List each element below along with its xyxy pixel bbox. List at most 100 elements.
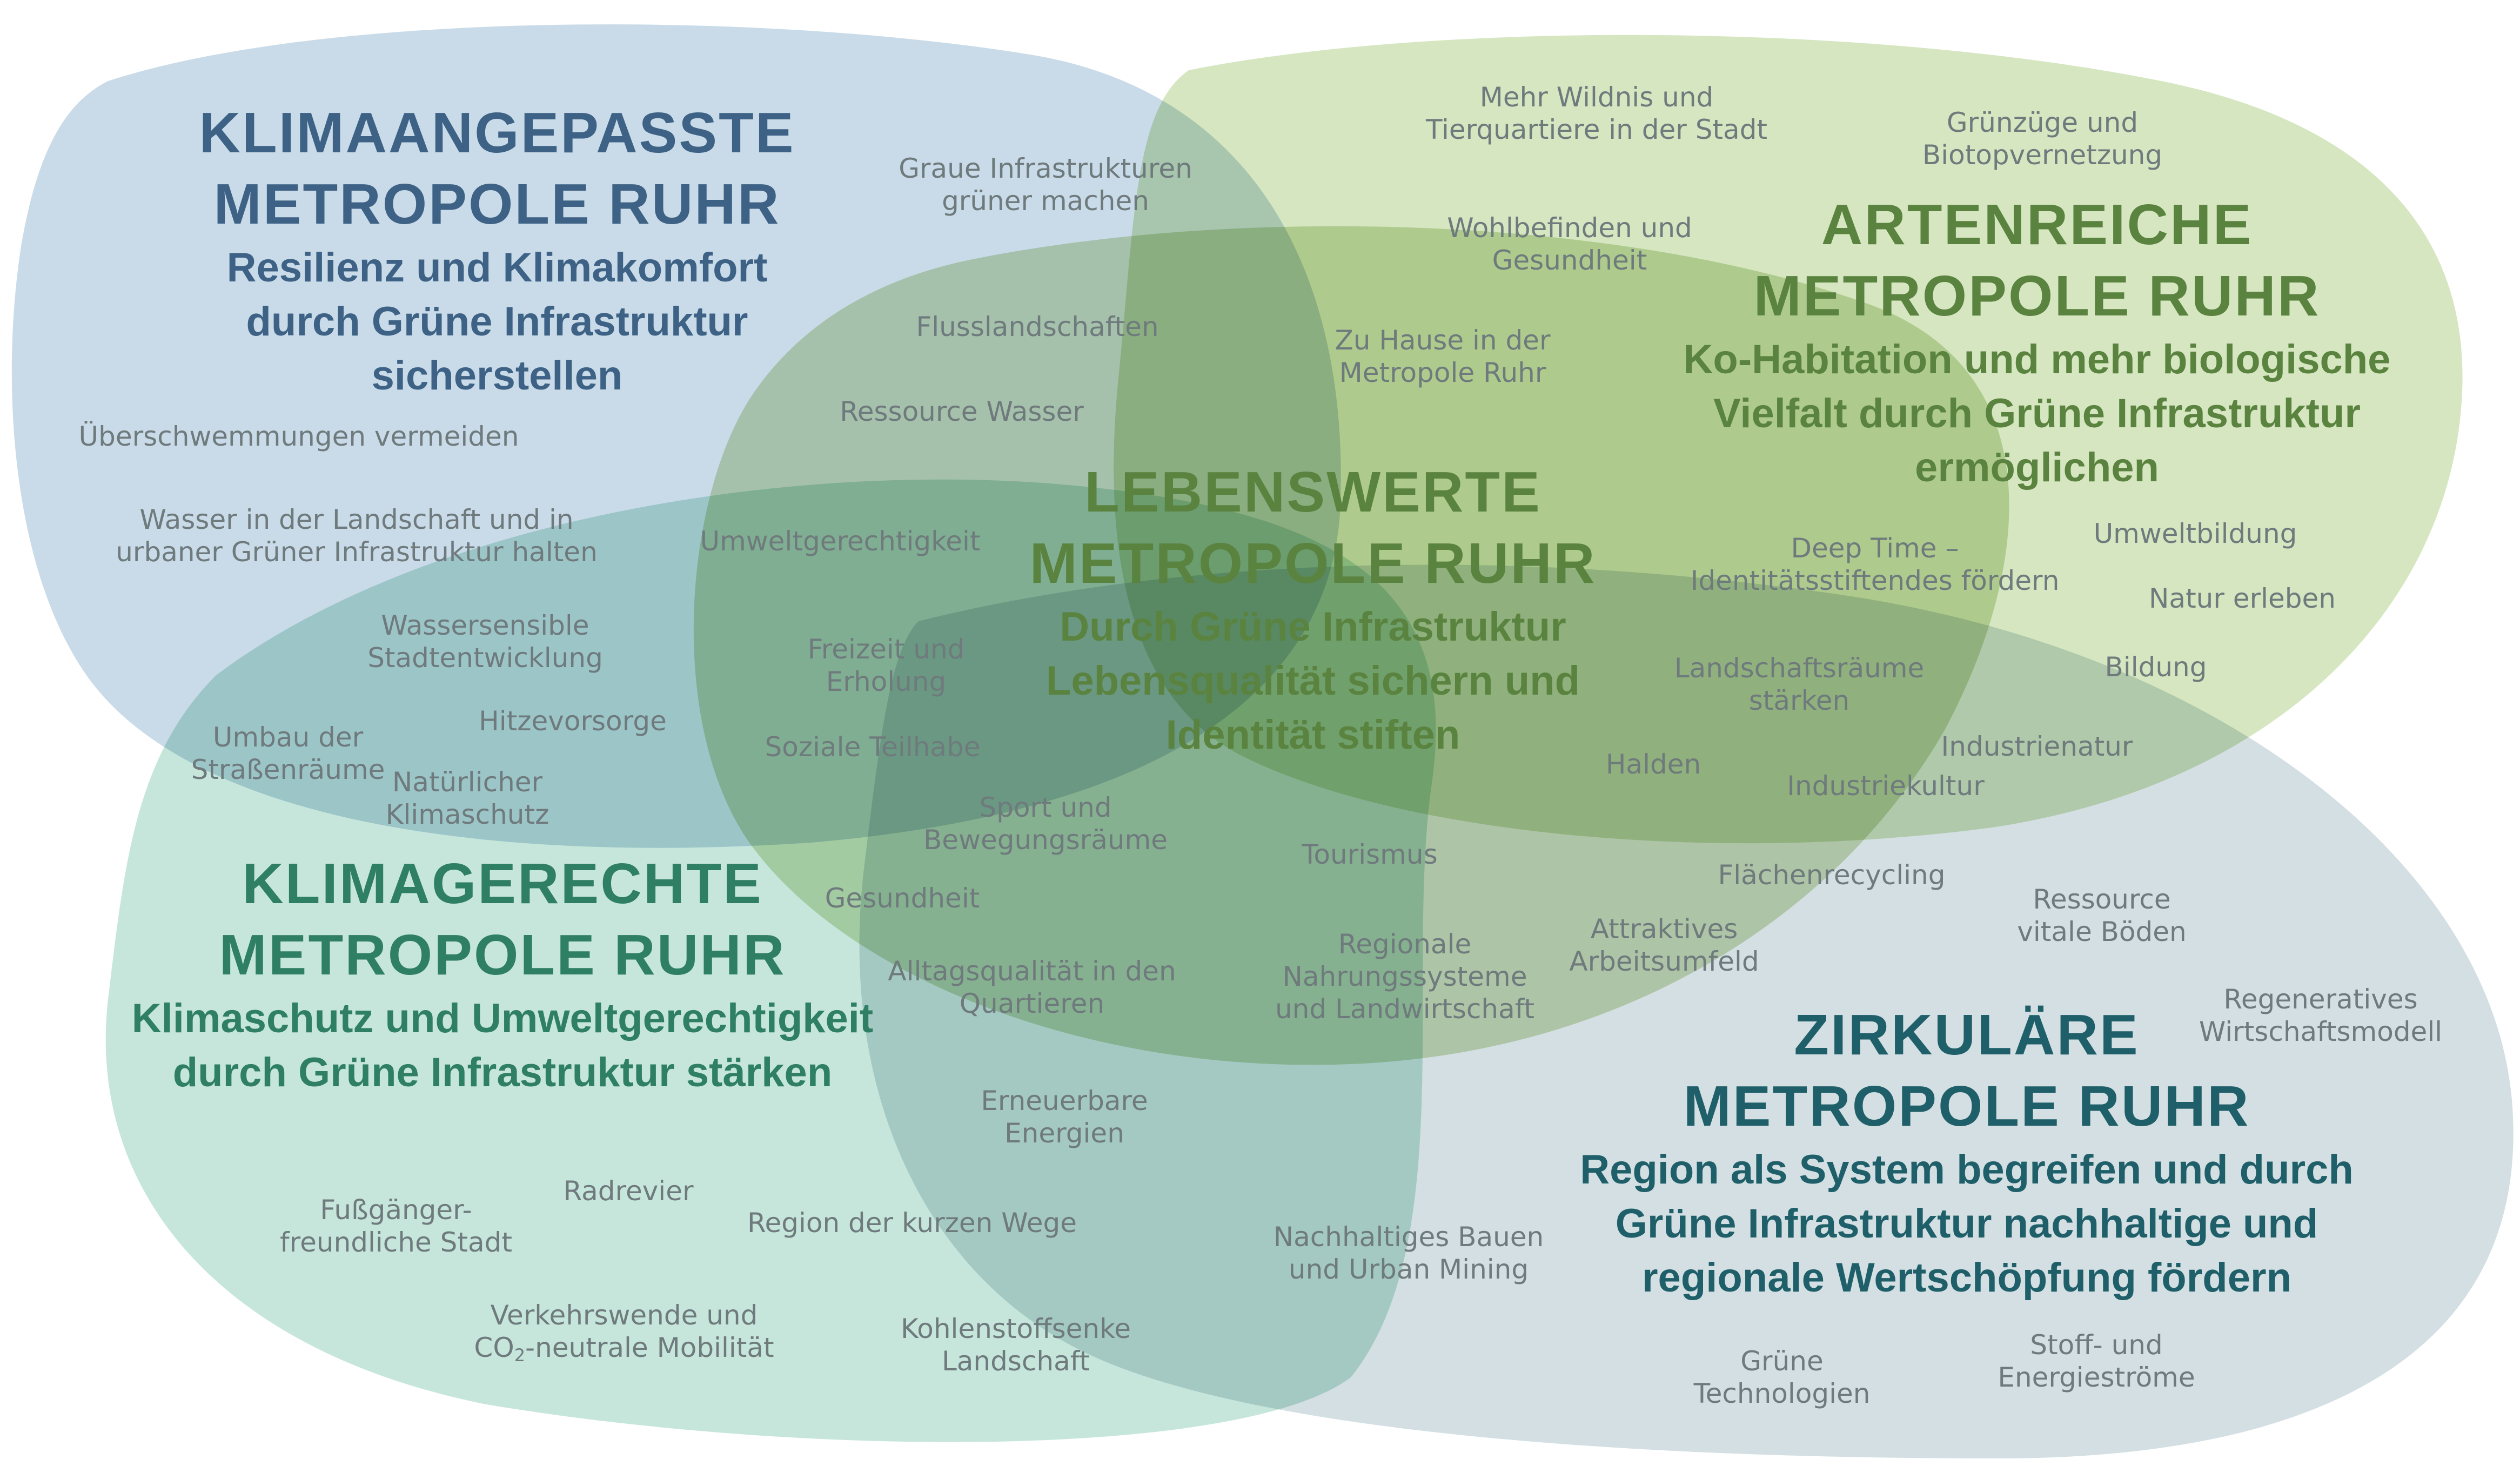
co2-text: CO (474, 1332, 514, 1363)
label-line: Landschaft (941, 1346, 1090, 1377)
label-line: stärken (1748, 685, 1850, 716)
label-umweltgerechtigkeit: Umweltgerechtigkeit (700, 525, 980, 557)
heading-klimaangepasste-subtitle: Resilienz und Klimakomfort durch Grüne I… (226, 245, 768, 399)
label-line: Identitätsstiftendes fördern (1690, 565, 2060, 596)
label-line: Natürlicher (392, 766, 543, 798)
label-line: Wasser in der Landschaft und in (139, 504, 574, 535)
label-line: Gesundheit (1492, 245, 1647, 276)
label-line: Hitzevorsorge (479, 705, 667, 737)
label-line: Umweltgerechtigkeit (700, 526, 981, 557)
heading-zirkulaere-line1: ZIRKULÄRE (1794, 1003, 2140, 1067)
label-line: Grüne (1740, 1346, 1824, 1377)
label-line: Umbau der (212, 722, 364, 753)
label-line: Nachhaltiges Bauen (1273, 1221, 1544, 1253)
label-gruenzuege: Grünzüge und Biotopvernetzung (1922, 106, 2162, 171)
label-natur-erleben: Natur erleben (2149, 582, 2336, 615)
label-line: Straßenräume (191, 754, 385, 785)
heading-klimaangepasste: KLIMAANGEPASSTE METROPOLE RUHR Resilienz… (108, 97, 886, 403)
label-industrienatur: Industrienatur (1941, 730, 2133, 763)
heading-zirkulaere-line2: METROPOLE RUHR (1683, 1074, 2250, 1138)
label-gruene-technologien: Grüne Technologien (1694, 1345, 1871, 1410)
heading-lebenswerte-subtitle: Durch Grüne Infrastruktur Lebensqualität… (1045, 604, 1580, 758)
label-halden: Halden (1606, 748, 1701, 781)
label-kurze-wege: Region der kurzen Wege (747, 1207, 1077, 1239)
label-line: freundliche Stadt (280, 1227, 512, 1258)
label-ressource-boeden: Ressource vitale Böden (2017, 883, 2186, 948)
label-erneuerbare: Erneuerbare Energien (981, 1085, 1148, 1149)
label-deep-time: Deep Time – Identitätsstiftendes fördern (1691, 532, 2060, 597)
label-line: Alltagsqualität in den (888, 956, 1176, 987)
label-line: Umweltbildung (2093, 518, 2297, 549)
label-line: Quartieren (959, 988, 1105, 1019)
label-natuerlicher-klimaschutz: Natürlicher Klimaschutz (386, 766, 549, 831)
label-wasser-landschaft: Wasser in der Landschaft und in urbaner … (116, 503, 598, 568)
label-line: Attraktives (1590, 913, 1738, 945)
label-attraktives: Attraktives Arbeitsumfeld (1569, 913, 1759, 978)
heading-artenreiche: ARTENREICHE METROPOLE RUHR Ko-Habitation… (1632, 189, 2442, 495)
label-hitzevorsorge: Hitzevorsorge (479, 705, 667, 737)
label-line: Erholung (826, 666, 947, 697)
heading-lebenswerte-line1: LEBENSWERTE (1084, 460, 1542, 524)
label-line: Gesundheit (825, 883, 980, 914)
label-line: CO2-neutrale Mobilität (474, 1331, 774, 1364)
label-line: Ressource (2033, 884, 2171, 915)
label-line: Mehr Wildnis und (1479, 82, 1714, 113)
label-line: Technologien (1693, 1378, 1871, 1409)
label-nachhaltiges-bauen: Nachhaltiges Bauen und Urban Mining (1274, 1221, 1544, 1286)
label-line: Energieströme (1998, 1362, 2195, 1393)
label-industriekultur: Industriekultur (1787, 770, 1985, 802)
label-line: Landschaftsräume (1674, 653, 1925, 684)
label-gesundheit: Gesundheit (825, 882, 980, 914)
label-line: Zu Hause in der (1335, 325, 1551, 356)
label-line: Bewegungsräume (923, 824, 1168, 856)
label-line: Metropole Ruhr (1339, 357, 1546, 388)
co2-subscript: 2 (514, 1345, 526, 1366)
label-line: urbaner Grüner Infrastruktur halten (116, 536, 598, 568)
label-ressource-wasser: Ressource Wasser (840, 395, 1084, 428)
label-freizeit: Freizeit und Erholung (808, 633, 965, 698)
label-line: Ressource Wasser (840, 396, 1084, 427)
label-line: Wassersensible (381, 610, 589, 641)
heading-artenreiche-line2: METROPOLE RUHR (1753, 264, 2321, 328)
label-line: Kohlenstoffsenke (900, 1313, 1131, 1344)
label-stoffstroeme: Stoff- und Energieströme (1998, 1329, 2195, 1394)
label-line: Wohlbefinden und (1447, 212, 1692, 244)
label-line: Sport und (979, 792, 1112, 823)
heading-lebenswerte: LEBENSWERTE METROPOLE RUHR Durch Grüne I… (962, 456, 1664, 762)
label-verkehrswende: Verkehrswende und CO2-neutrale Mobilität (474, 1299, 774, 1364)
label-zu-hause: Zu Hause in der Metropole Ruhr (1335, 324, 1551, 389)
label-line: Überschwemmungen vermeiden (78, 421, 519, 452)
heading-klimagerechte-subtitle: Klimaschutz und Umweltgerechtigkeit durc… (131, 996, 874, 1095)
label-line: Nahrungssysteme (1282, 961, 1527, 992)
label-line: Verkehrswende und (490, 1300, 758, 1331)
label-umbau-strassen: Umbau der Straßenräume (191, 721, 385, 786)
label-line: grüner machen (942, 185, 1149, 217)
label-line: Natur erleben (2149, 583, 2336, 614)
label-line: Halden (1605, 749, 1701, 780)
heading-klimaangepasste-line2: METROPOLE RUHR (213, 172, 781, 236)
lebenswerte-area (693, 226, 2009, 1065)
label-tourismus: Tourismus (1302, 838, 1437, 871)
label-line: Flächenrecycling (1718, 859, 1946, 891)
label-kohlenstoffsenke: Kohlenstoffsenke Landschaft (901, 1313, 1131, 1377)
label-line: Stadtentwicklung (367, 642, 603, 674)
label-wassersensible: Wassersensible Stadtentwicklung (367, 609, 603, 674)
label-line: Energien (1004, 1118, 1124, 1149)
label-graue-infrastrukturen: Graue Infrastrukturen grüner machen (899, 152, 1192, 217)
label-regenerativ: Regeneratives Wirtschaftsmodell (2199, 983, 2442, 1048)
label-line: Regionale (1338, 929, 1472, 960)
label-line: Deep Time – (1791, 533, 1959, 564)
label-line: Soziale Teilhabe (765, 731, 981, 763)
label-alltagsqualitaet: Alltagsqualität in den Quartieren (888, 955, 1176, 1020)
label-line: Biotopvernetzung (1922, 139, 2163, 171)
label-line: Stoff- und (2030, 1329, 2163, 1361)
heading-lebenswerte-line2: METROPOLE RUHR (1029, 532, 1597, 595)
label-umweltbildung: Umweltbildung (2094, 517, 2297, 550)
label-line: Region der kurzen Wege (747, 1207, 1077, 1239)
label-line: vitale Böden (2017, 916, 2187, 947)
label-line: Industrienatur (1941, 731, 2133, 762)
label-fussgaenger: Fußgänger- freundliche Stadt (280, 1194, 512, 1259)
label-line: und Landwirtschaft (1275, 993, 1535, 1025)
label-bildung: Bildung (2105, 651, 2207, 683)
label-ueberschwemmungen: Überschwemmungen vermeiden (79, 420, 519, 453)
